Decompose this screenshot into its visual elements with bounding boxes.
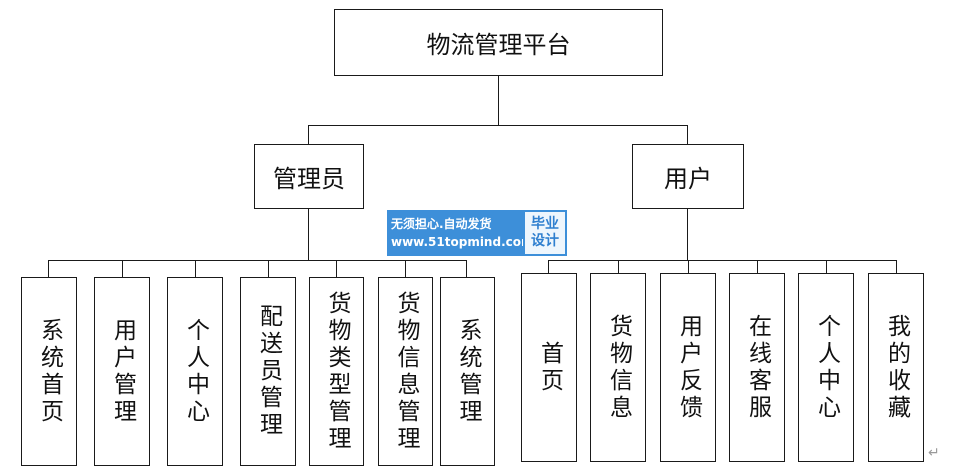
connector-admin-leaf-2 (122, 260, 123, 278)
admin-leaf-2: 用户管理 (94, 277, 150, 466)
user-leaf-1: 首页 (521, 273, 577, 462)
user-leaf-5-label: 个人中心 (813, 313, 840, 422)
connector-branch-bar (308, 125, 688, 126)
branch-node-user-label: 用户 (664, 165, 712, 193)
admin-leaf-1-label: 系统首页 (36, 317, 63, 426)
branch-node-admin: 管理员 (254, 144, 364, 209)
user-leaf-4: 在线客服 (729, 273, 785, 462)
connector-user-leaf-2 (618, 260, 619, 274)
connector-user-bar (548, 260, 896, 261)
connector-admin-leaf-7 (466, 260, 467, 278)
admin-leaf-5-label: 货物类型管理 (324, 290, 350, 453)
admin-leaf-2-label: 用户管理 (109, 317, 136, 426)
user-leaf-3: 用户反馈 (660, 273, 716, 462)
user-leaf-6: 我的收藏 (868, 273, 924, 462)
connector-admin-bar (48, 260, 466, 261)
user-leaf-2-label: 货物信息 (605, 313, 632, 422)
watermark-line-1: 无须担心.自动发货 (391, 217, 492, 231)
paragraph-return-mark: ↵ (928, 445, 940, 461)
connector-user-leaf-4 (757, 260, 758, 274)
connector-admin-down (308, 208, 309, 260)
branch-node-admin-label: 管理员 (273, 165, 345, 193)
user-leaf-5: 个人中心 (798, 273, 854, 462)
watermark-badge-line-2: 设计 (531, 233, 559, 249)
admin-leaf-1: 系统首页 (21, 277, 77, 466)
admin-leaf-5: 货物类型管理 (309, 277, 364, 466)
user-leaf-1-label: 首页 (536, 340, 563, 395)
connector-admin-up (308, 125, 309, 145)
connector-user-leaf-1 (548, 260, 549, 274)
branch-node-user: 用户 (632, 144, 744, 209)
admin-leaf-3: 个人中心 (167, 277, 223, 466)
admin-leaf-4-label: 配送员管理 (255, 304, 282, 439)
connector-admin-leaf-6 (405, 260, 406, 278)
connector-user-leaf-6 (896, 260, 897, 274)
admin-leaf-7: 系统管理 (440, 277, 495, 466)
connector-user-leaf-3 (688, 260, 689, 274)
connector-admin-leaf-5 (336, 260, 337, 278)
watermark-line-2: www.51topmind.com (391, 235, 534, 249)
user-leaf-6-label: 我的收藏 (883, 313, 910, 422)
admin-leaf-6-label: 货物信息管理 (393, 290, 419, 453)
connector-admin-leaf-3 (195, 260, 196, 278)
admin-leaf-4: 配送员管理 (240, 277, 296, 466)
user-leaf-2: 货物信息 (590, 273, 646, 462)
connector-user-leaf-5 (826, 260, 827, 274)
connector-admin-leaf-1 (48, 260, 49, 278)
watermark-badge: 无须担心.自动发货 www.51topmind.com 毕业 设计 (387, 210, 569, 256)
root-node: 物流管理平台 (334, 9, 663, 76)
connector-root-down (498, 75, 499, 125)
admin-leaf-6: 货物信息管理 (378, 277, 433, 466)
user-leaf-3-label: 用户反馈 (675, 313, 702, 422)
admin-leaf-3-label: 个人中心 (182, 317, 209, 426)
watermark-graduation-badge: 毕业 设计 (523, 210, 567, 256)
connector-user-down (687, 208, 688, 260)
admin-leaf-7-label: 系统管理 (455, 317, 481, 426)
root-node-label: 物流管理平台 (426, 31, 571, 59)
user-leaf-4-label: 在线客服 (744, 313, 771, 422)
watermark-badge-line-1: 毕业 (531, 216, 559, 232)
connector-user-up (687, 125, 688, 145)
watermark-text-panel: 无须担心.自动发货 www.51topmind.com (387, 210, 534, 256)
connector-admin-leaf-4 (268, 260, 269, 278)
